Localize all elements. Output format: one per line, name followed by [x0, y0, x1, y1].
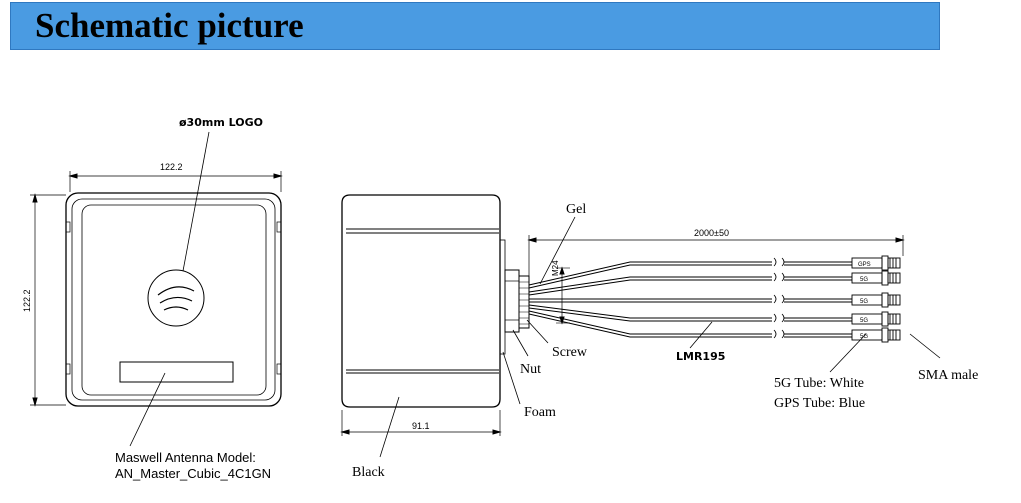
tube-5g-1	[851, 270, 901, 286]
height-dimension-label: 122.2	[22, 289, 32, 312]
thread-label: M24	[551, 260, 560, 276]
connector-leader	[909, 333, 941, 359]
model-line-2: AN_Master_Cubic_4C1GN	[115, 466, 271, 481]
nut-label: Nut	[520, 362, 541, 377]
front-view	[30, 131, 283, 447]
gel-label: Gel	[566, 202, 586, 217]
logo-circle	[147, 269, 205, 327]
connector-label: SMA male	[918, 368, 978, 383]
tube-gps-label: GPS Tube: Blue	[774, 396, 865, 411]
black-leader	[379, 396, 400, 458]
model-label-plate	[119, 361, 234, 383]
tube-5g-2	[851, 292, 901, 308]
side-view	[340, 194, 941, 458]
front-outer-body	[65, 192, 282, 407]
depth-dimension-label: 91.1	[412, 421, 430, 431]
cable-tag: 5G	[860, 277, 868, 283]
logo-callout: ø30mm LOGO	[179, 116, 263, 129]
foam-label: Foam	[524, 405, 556, 420]
cable-tag: 5G	[860, 299, 868, 305]
gel-leader	[539, 216, 576, 285]
cable-type-leader	[689, 321, 713, 349]
side-body	[341, 194, 501, 408]
cable-length-label: 2000±50	[694, 228, 729, 238]
nut	[504, 269, 520, 333]
cable-bundle	[528, 257, 852, 339]
tube-gps	[851, 255, 901, 271]
cable-type-label: LMR195	[676, 350, 725, 363]
cable-tag: 5G	[860, 318, 868, 324]
page-title: Schematic picture	[35, 6, 304, 45]
tube-5g-label: 5G Tube: White	[774, 376, 864, 391]
model-line-1: Maswell Antenna Model:	[115, 450, 256, 465]
nut-leader	[512, 329, 529, 357]
black-label: Black	[352, 465, 385, 480]
cable-tag: 5G	[860, 334, 868, 340]
header-banner: Schematic picture	[10, 2, 940, 50]
tube-leader	[829, 333, 867, 373]
logo-mark-icon	[157, 286, 195, 311]
screw-label: Screw	[552, 345, 588, 360]
foam-leader	[502, 351, 521, 405]
tube-5g-3	[851, 311, 901, 327]
cable-tag: GPS	[858, 262, 871, 268]
width-dimension-label: 122.2	[160, 162, 183, 172]
screw-leader	[526, 319, 549, 344]
foam-strip	[499, 239, 506, 355]
tube-5g-4	[851, 327, 901, 343]
